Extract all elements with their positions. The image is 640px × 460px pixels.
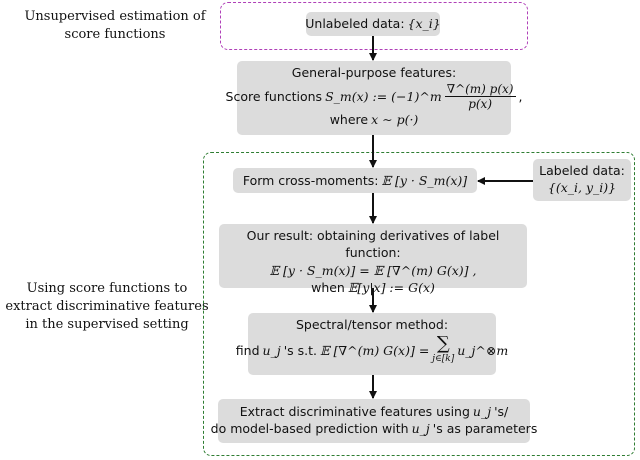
score-function-fraction: ∇^(m) p(x) p(x) <box>444 82 516 111</box>
unlabeled-data-label: Unlabeled data: <box>305 16 405 31</box>
spectral-method-title: Spectral/tensor method: <box>295 317 449 332</box>
spectral-method-box: Spectral/tensor method: find u_j 's s.t.… <box>236 313 508 375</box>
extract-features-box: Extract discriminative features using u_… <box>211 399 537 443</box>
labeled-data-math: {(x_i, y_i)} <box>547 180 617 195</box>
find-text: find <box>235 342 260 358</box>
cross-moments-math: 𝔼 [y · S_m(x)] <box>381 173 468 188</box>
st-text: 's s.t. <box>283 342 318 358</box>
unlabeled-data-box: Unlabeled data: {x_i} <box>305 12 441 36</box>
where-math: x ∼ p(·) <box>371 112 419 127</box>
spectral-formula: 𝔼 [∇^(m) G(x)] = <box>320 342 430 358</box>
fraction-numerator: ∇^(m) p(x) <box>444 82 516 97</box>
labeled-data-box: Labeled data: {(x_i, y_i)} <box>533 159 631 201</box>
our-result-formula: 𝔼 [y · S_m(x)] = 𝔼 [∇^(m) G(x)] , <box>269 263 477 278</box>
general-features-title: General-purpose features: <box>291 65 457 80</box>
score-function-lhs: S_m(x) := (−1)^m <box>325 89 442 104</box>
supervised-frame <box>203 152 635 456</box>
when-text: when <box>311 280 345 295</box>
score-functions-box: General-purpose features: Score function… <box>226 61 522 135</box>
find-math: u_j <box>262 342 281 358</box>
summation-term: u_j^⊗m <box>457 342 509 358</box>
extract-line1-tail: 's/ <box>494 404 509 419</box>
score-functions-lead: Score functions <box>225 89 323 104</box>
extract-line2-tail: 's as parameters <box>432 421 538 436</box>
unsupervised-label: Unsupervised estimation of score functio… <box>24 9 206 42</box>
extract-line2-text: do model-based prediction with <box>210 421 409 436</box>
labeled-data-title: Labeled data: <box>539 163 625 178</box>
summation-index: j∈[k] <box>432 354 455 364</box>
fraction-denominator: p(x) <box>468 97 492 111</box>
summation: ∑ j∈[k] <box>432 333 455 365</box>
our-result-box: Our result: obtaining derivatives of lab… <box>219 224 527 295</box>
supervised-label: Using score functions to extract discrim… <box>5 281 209 332</box>
cross-moments-box: Form cross-moments: 𝔼 [y · S_m(x)] <box>233 168 477 193</box>
extract-line2-math: u_j <box>411 421 430 436</box>
unlabeled-data-math: {x_i} <box>407 16 441 31</box>
our-result-title: Our result: obtaining derivatives of lab… <box>246 228 500 260</box>
when-math: 𝔼[y|x] := G(x) <box>347 280 435 295</box>
extract-line1-math: u_j <box>472 404 492 419</box>
cross-moments-label: Form cross-moments: <box>242 173 379 188</box>
extract-line1-text: Extract discriminative features using <box>239 404 470 419</box>
where-text: where <box>329 112 369 127</box>
